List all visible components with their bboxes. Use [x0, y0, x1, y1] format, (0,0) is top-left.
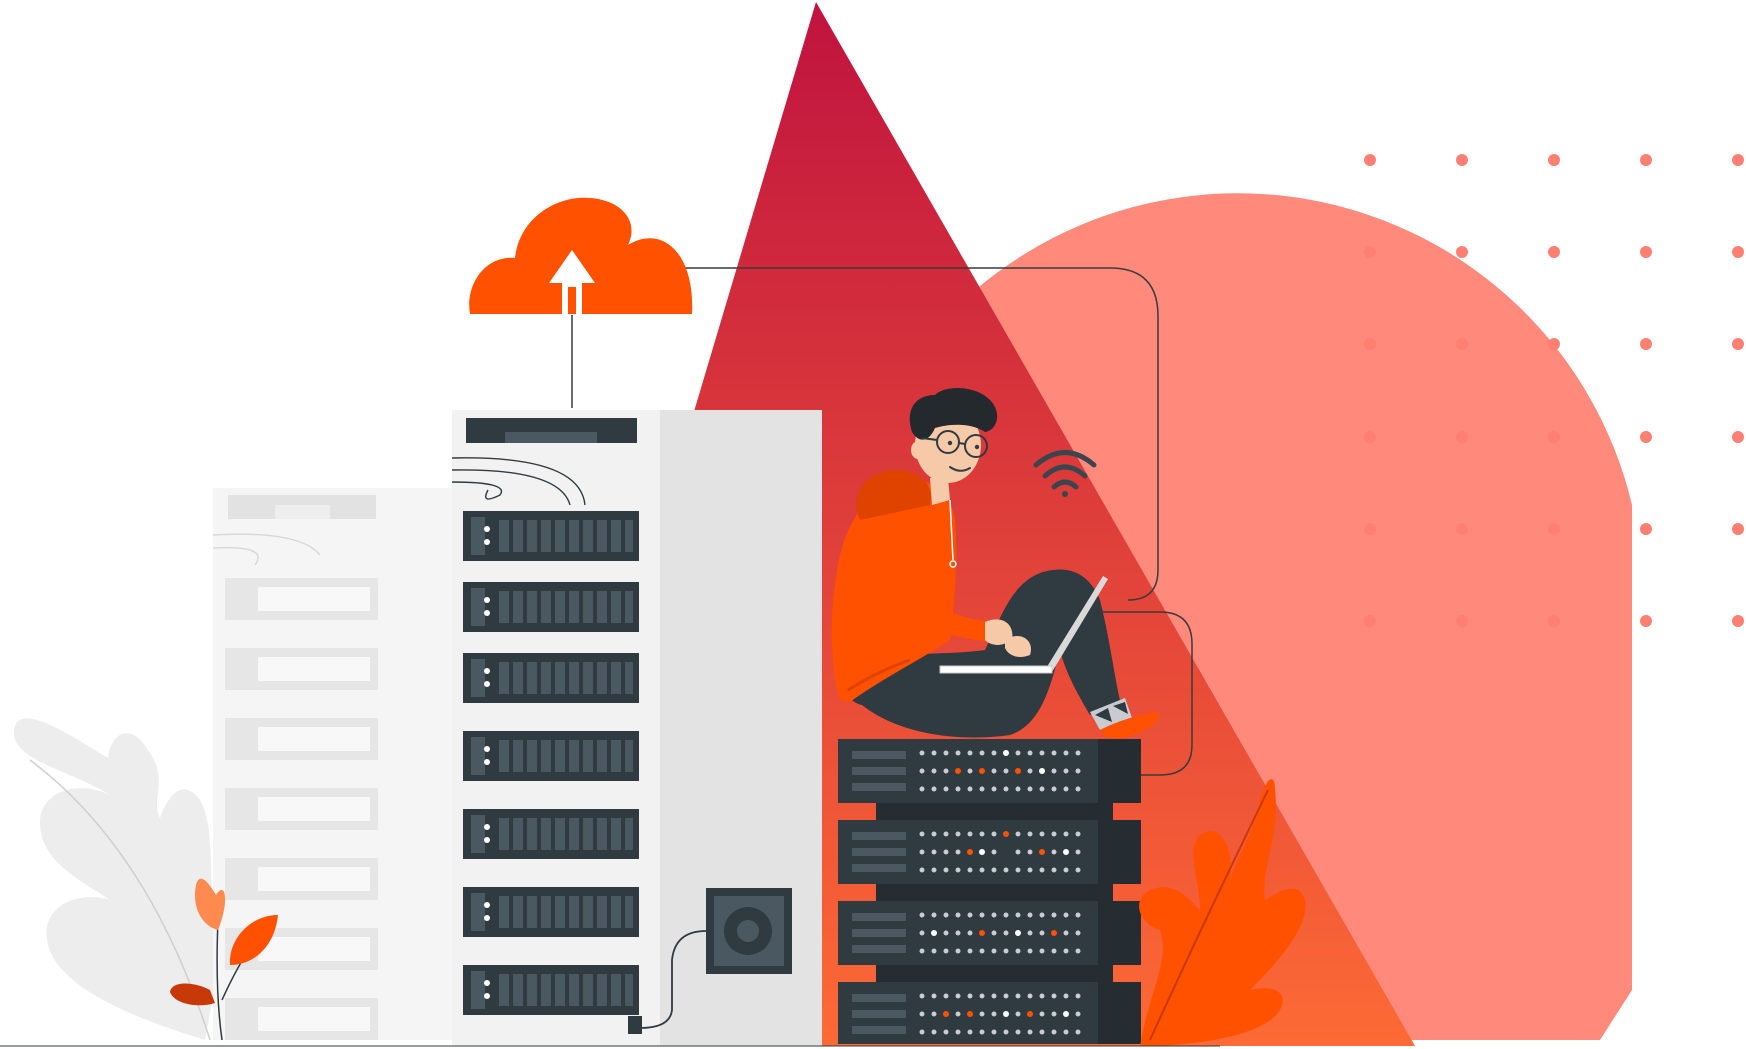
- cable-lines: [571, 267, 1193, 776]
- dot-grid: [1364, 154, 1744, 627]
- person: [831, 388, 1159, 739]
- main-server-tower: [451, 410, 822, 1046]
- ghost-server-tower: [212, 488, 453, 1040]
- orange-leaf: [1139, 779, 1306, 1046]
- server-stack: [838, 739, 1141, 1044]
- wifi-icon: [1033, 450, 1097, 497]
- speaker-icon: [628, 888, 792, 1034]
- small-plant: [170, 878, 278, 1041]
- cloud-upload-icon: [469, 197, 693, 314]
- tower-drive-bays: [463, 511, 639, 1015]
